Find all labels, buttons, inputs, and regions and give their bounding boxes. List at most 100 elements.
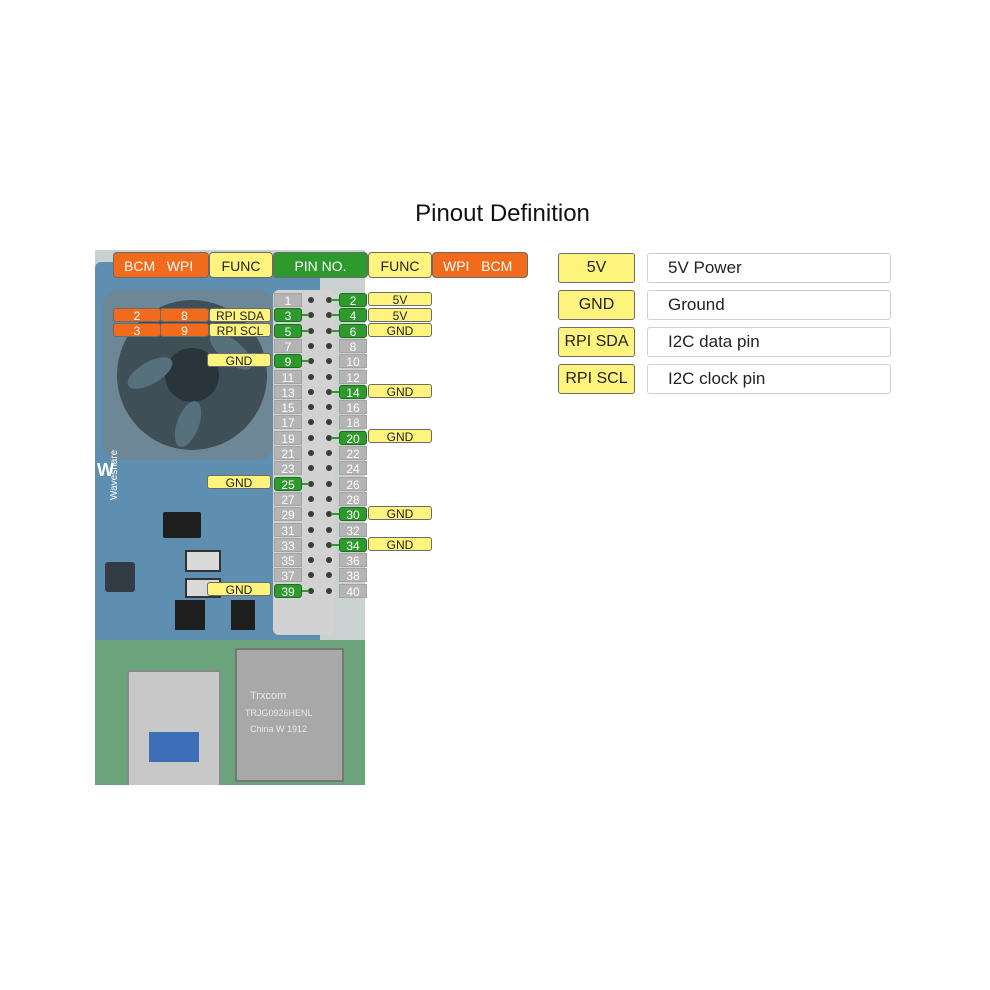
- pin-27: 27: [274, 491, 302, 507]
- pin-5: 5: [274, 323, 302, 339]
- pin-connector: [302, 314, 309, 317]
- header-pin-no: PIN NO.: [273, 252, 368, 278]
- bcm-label: 2: [113, 308, 161, 323]
- func-label: GND: [368, 384, 432, 399]
- pin-dot: [326, 388, 332, 395]
- chip: [231, 600, 255, 630]
- pin-connector: [331, 436, 339, 439]
- pin-29: 29: [274, 507, 302, 522]
- pin-dot: [308, 495, 314, 502]
- pin-dot: [326, 511, 332, 518]
- pin-connector: [331, 329, 339, 332]
- pin-dot: [326, 450, 332, 456]
- pin-dot: [326, 541, 332, 548]
- pin-dot: [326, 327, 332, 334]
- brand-text: Waveshare: [109, 449, 120, 500]
- wpi-label: 8: [160, 308, 209, 323]
- pin-19: 19: [274, 430, 302, 446]
- pin-dot: [308, 572, 314, 579]
- header-wpi: WPI: [166, 258, 194, 274]
- pin-8: 8: [339, 338, 367, 354]
- legend-desc: Ground: [647, 290, 891, 320]
- pin-24: 24: [339, 461, 367, 476]
- pin-dot: [326, 342, 332, 349]
- pin-14: 14: [339, 384, 367, 400]
- pin-dot: [308, 480, 314, 487]
- header-left-bcm-wpi: BCM WPI: [113, 252, 209, 278]
- func-label: GND: [368, 537, 432, 552]
- page-title: Pinout Definition: [415, 200, 590, 227]
- func-label: GND: [368, 323, 432, 338]
- pin-10: 10: [339, 354, 367, 369]
- pin-dot: [326, 297, 332, 303]
- pin-dot: [308, 373, 314, 380]
- pin-31: 31: [274, 522, 302, 538]
- pin-dot: [308, 541, 314, 548]
- header-wpi: WPI: [443, 258, 470, 274]
- pin-dot: [326, 373, 332, 380]
- pin-dot: [326, 572, 332, 579]
- pin-dot: [326, 587, 332, 594]
- pin-38: 38: [339, 568, 367, 583]
- pin-dot: [308, 511, 314, 518]
- pin-dot: [308, 434, 314, 441]
- chip: [185, 550, 221, 572]
- jack-text: Trxcom: [250, 690, 287, 702]
- usb-port: [127, 670, 221, 785]
- pin-25: 25: [274, 476, 302, 492]
- func-label: RPI SDA: [209, 308, 271, 323]
- pin-dot: [326, 465, 332, 472]
- pin-35: 35: [274, 553, 302, 568]
- pin-dot: [326, 434, 332, 441]
- chip: [105, 562, 135, 592]
- pin-34: 34: [339, 537, 367, 553]
- pin-30: 30: [339, 507, 367, 522]
- pin-dot: [308, 388, 314, 395]
- header-bcm: BCM: [124, 258, 156, 274]
- pin-32: 32: [339, 522, 367, 538]
- pin-4: 4: [339, 308, 367, 323]
- pin-connector: [302, 589, 309, 592]
- func-label: GND: [368, 429, 432, 444]
- legend-desc: I2C clock pin: [647, 364, 891, 394]
- legend-tag: 5V: [558, 253, 635, 283]
- pin-connector: [331, 543, 339, 546]
- pin-37: 37: [274, 568, 302, 583]
- func-label: GND: [207, 353, 271, 368]
- func-label: 5V: [368, 292, 432, 307]
- func-label: GND: [368, 506, 432, 521]
- pin-connector: [331, 390, 339, 393]
- pin-dot: [308, 312, 314, 319]
- pin-21: 21: [274, 446, 302, 461]
- pin-28: 28: [339, 491, 367, 507]
- pin-18: 18: [339, 415, 367, 430]
- pin-39: 39: [274, 583, 302, 599]
- legend-tag: GND: [558, 290, 635, 320]
- pin-2: 2: [339, 293, 367, 308]
- pin-dot: [308, 342, 314, 349]
- pin-26: 26: [339, 476, 367, 492]
- pin-23: 23: [274, 461, 302, 476]
- pin-dot: [326, 526, 332, 533]
- pin-dot: [308, 404, 314, 411]
- pin-dot: [308, 358, 314, 365]
- pin-dot: [326, 557, 332, 564]
- pin-dot: [308, 465, 314, 472]
- pin-dot: [308, 557, 314, 564]
- wpi-label: 9: [160, 323, 209, 338]
- pin-20: 20: [339, 430, 367, 446]
- pin-dot: [308, 297, 314, 303]
- pin-connector: [302, 360, 309, 363]
- pin-9: 9: [274, 354, 302, 369]
- ethernet-jack: [235, 648, 344, 782]
- func-label: GND: [207, 582, 271, 597]
- pin-dot: [308, 327, 314, 334]
- pin-36: 36: [339, 553, 367, 568]
- pin-13: 13: [274, 384, 302, 400]
- chip: [163, 512, 201, 538]
- func-label: GND: [207, 475, 271, 490]
- jack-text: TRJG0926HENL: [245, 708, 313, 718]
- pin-33: 33: [274, 537, 302, 553]
- pin-connector: [302, 329, 309, 332]
- pin-dot: [308, 450, 314, 456]
